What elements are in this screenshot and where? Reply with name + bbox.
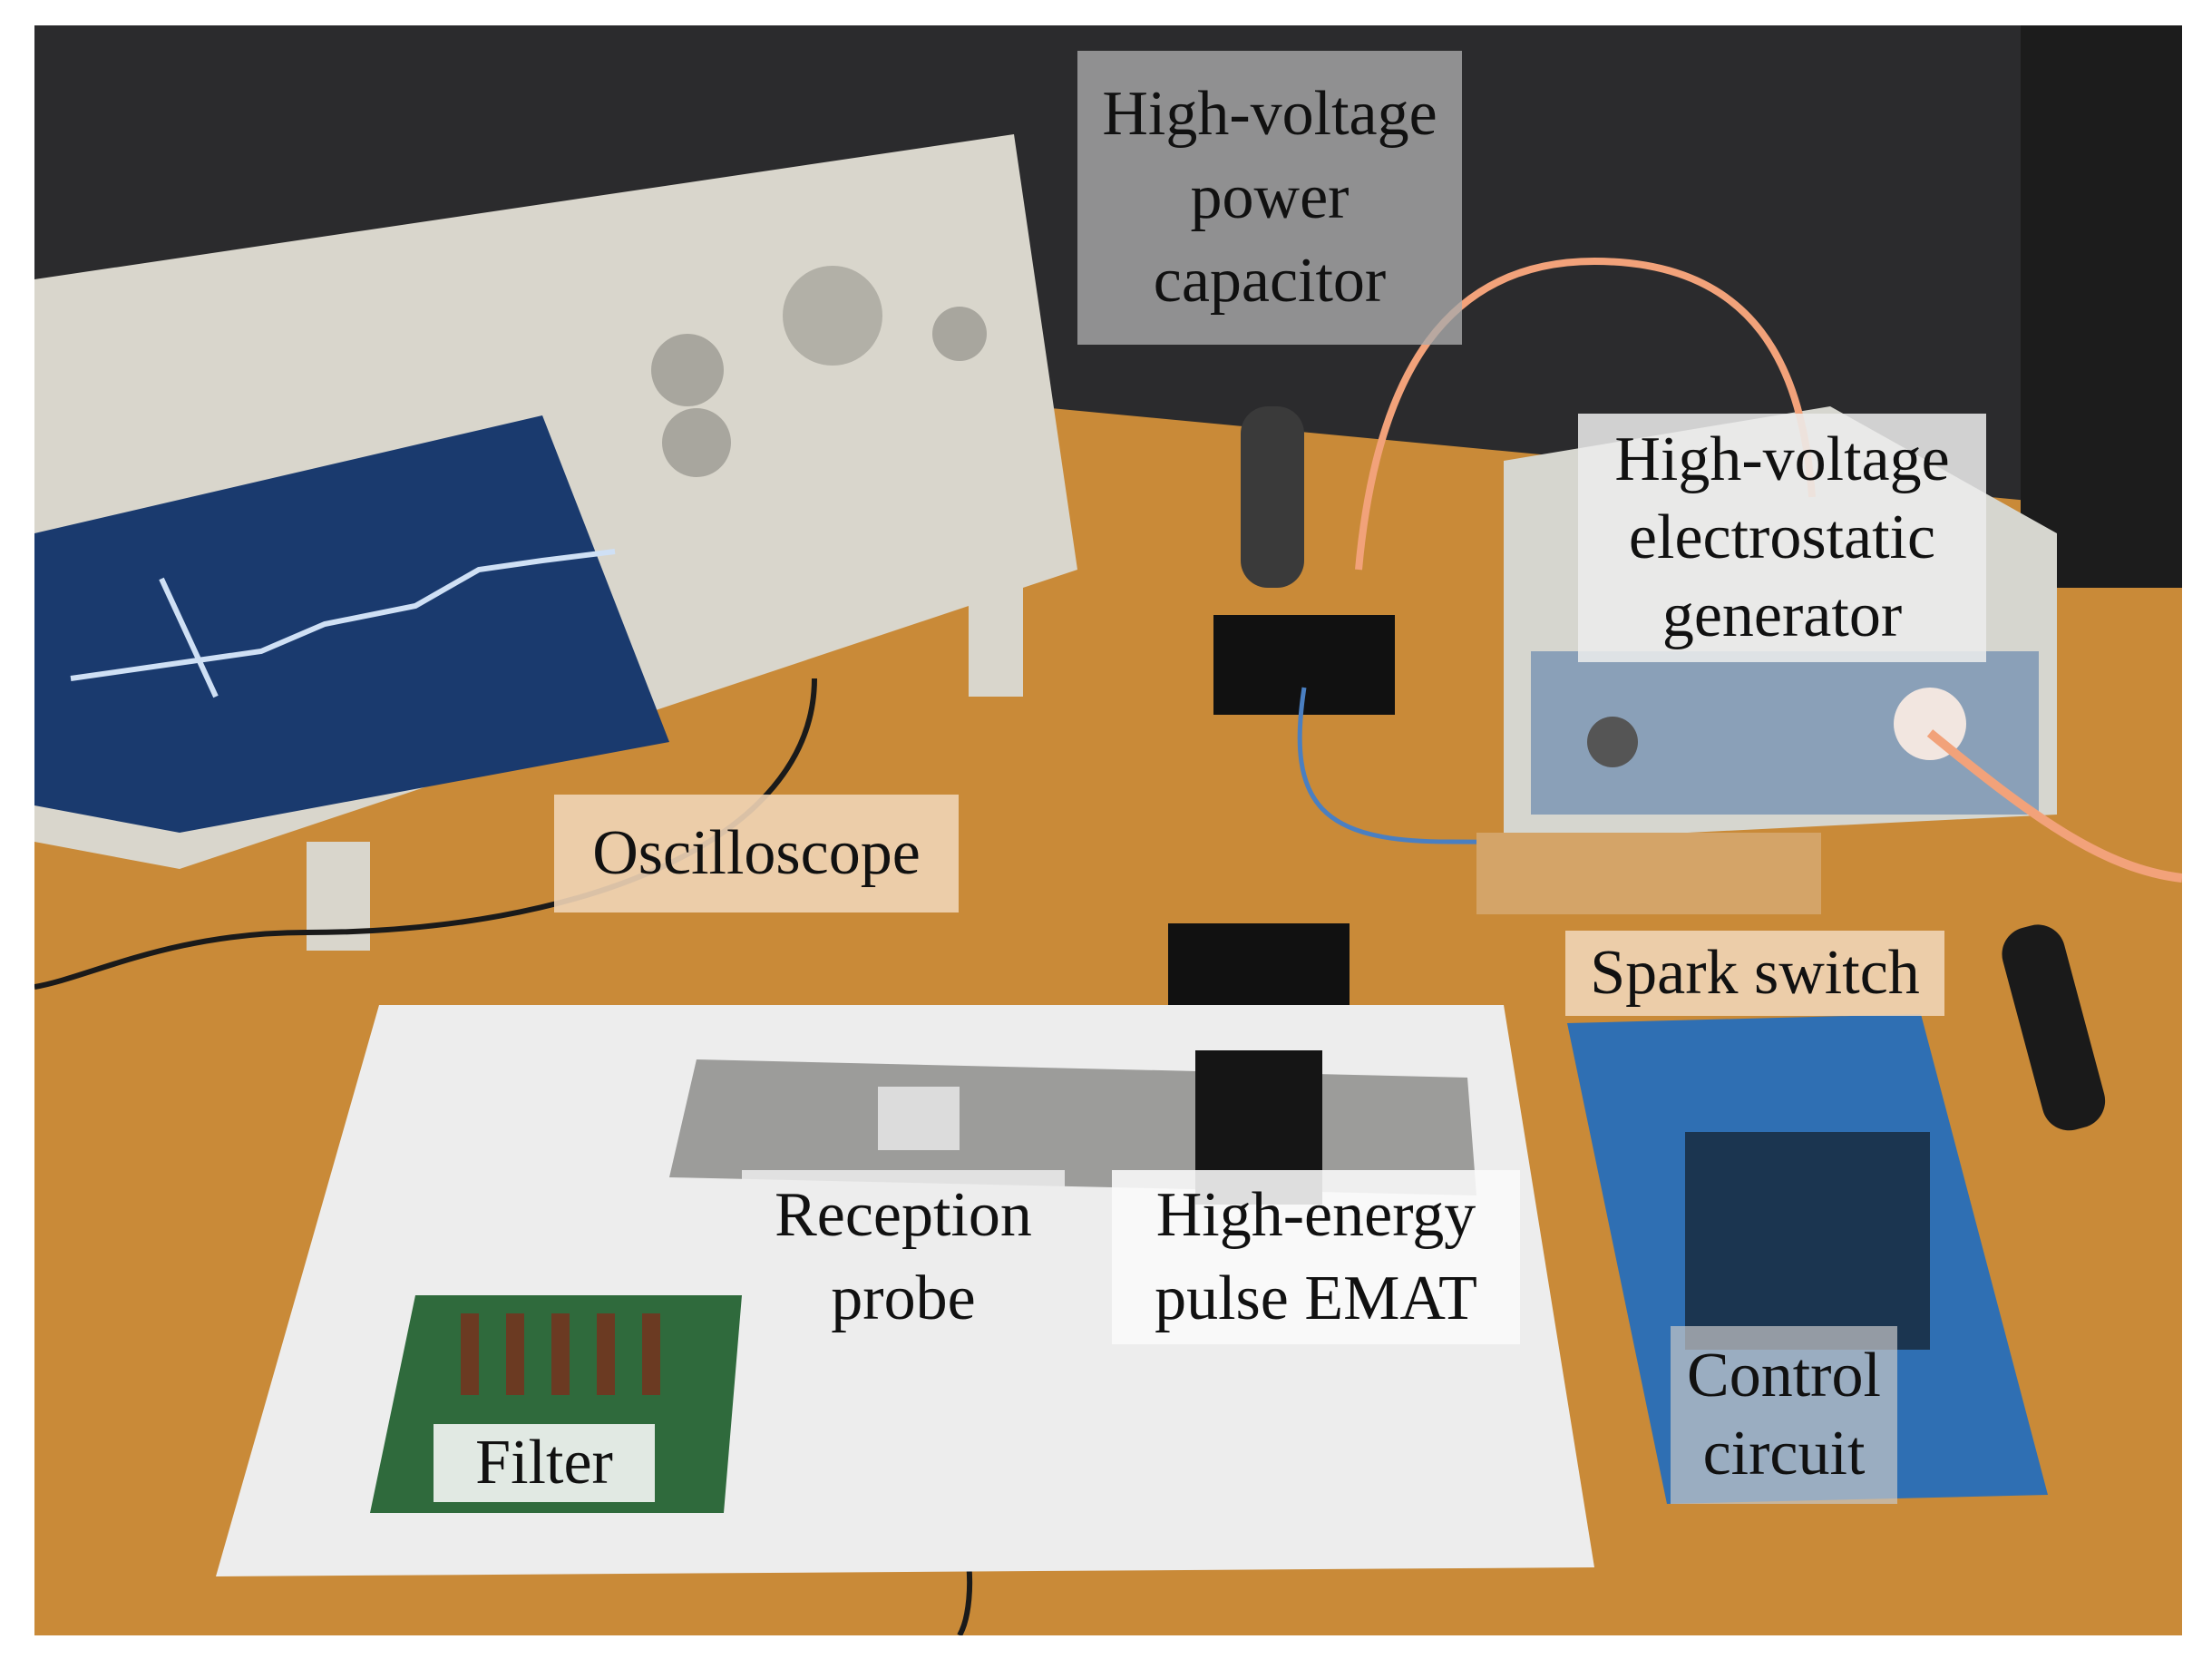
speaker-box (2021, 25, 2182, 588)
label-line: Control (1687, 1341, 1881, 1410)
reception-probe-device (878, 1087, 960, 1150)
label-line: High-energy (1155, 1180, 1476, 1250)
label-oscilloscope: Oscilloscope (554, 795, 959, 912)
label-line: Reception (775, 1180, 1032, 1250)
label-line: Oscilloscope (592, 818, 921, 888)
label-line: High-voltage (1102, 79, 1437, 149)
label-line: Spark switch (1590, 938, 1920, 1008)
label-line: probe (831, 1264, 976, 1333)
lab-setup-photo: High-voltage power capacitor High-voltag… (34, 25, 2182, 1635)
label-filter: Filter (434, 1424, 655, 1502)
label-hv-power-capacitor: High-voltage power capacitor (1077, 51, 1462, 345)
label-control-circuit: Control circuit (1671, 1326, 1897, 1504)
label-line: electrostatic (1628, 503, 1936, 572)
label-line: generator (1661, 581, 1903, 650)
label-line: power (1190, 162, 1350, 232)
orange-cable (1355, 257, 1816, 571)
label-line: Filter (475, 1428, 613, 1498)
label-line: High-voltage (1614, 425, 1950, 494)
label-line: circuit (1702, 1419, 1866, 1488)
oscilloscope-device (34, 134, 1077, 951)
black-cable (34, 678, 817, 990)
label-reception-probe: Reception probe (742, 1170, 1065, 1344)
label-hv-electrostatic-generator: High-voltage electrostatic generator (1578, 414, 1986, 662)
orange-cable-2 (1926, 729, 2182, 883)
label-line: pulse EMAT (1155, 1264, 1477, 1333)
label-high-energy-pulse-emat: High-energy pulse EMAT (1112, 1170, 1520, 1344)
label-line: capacitor (1153, 246, 1387, 316)
spark-switch-device (1476, 833, 2106, 1131)
label-spark-switch: Spark switch (1565, 931, 1944, 1016)
